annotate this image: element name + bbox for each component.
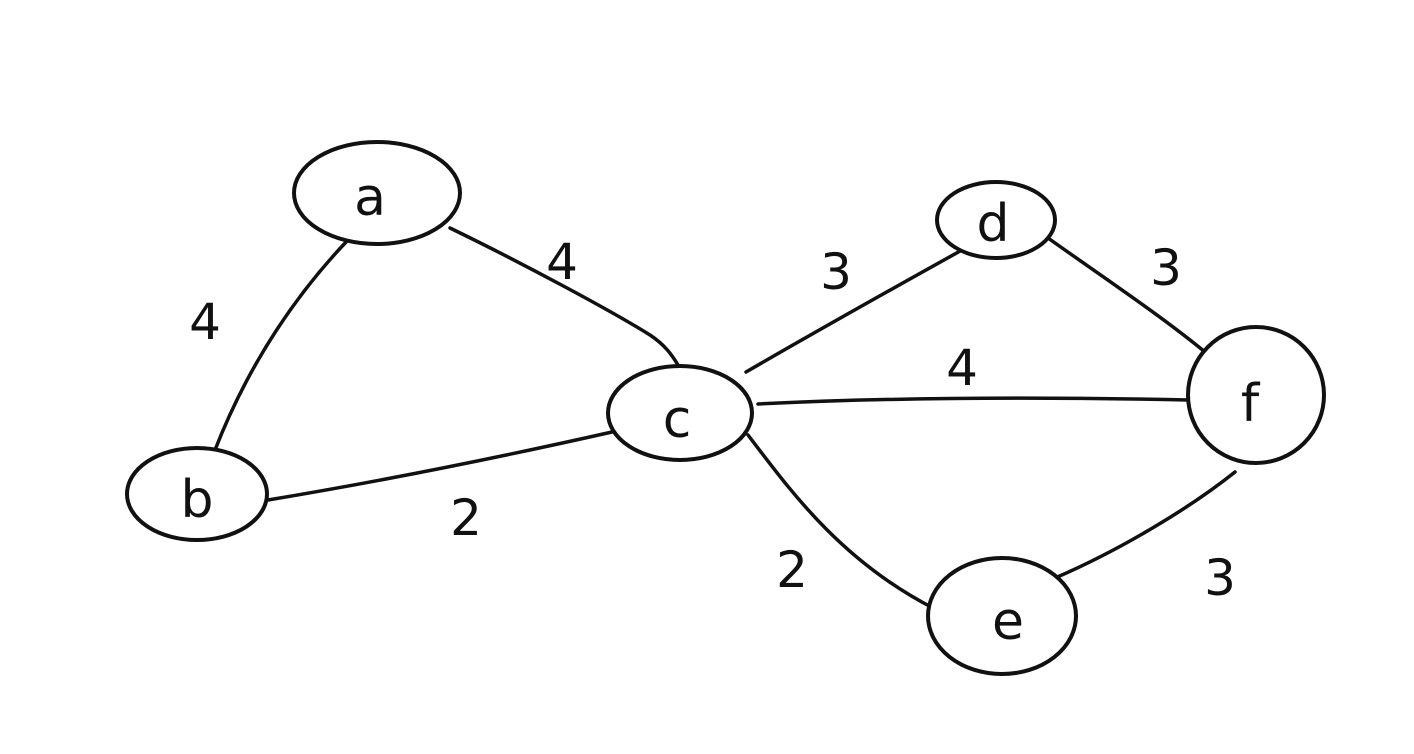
node-e-label: e	[992, 592, 1024, 652]
weight-c-d: 3	[820, 243, 852, 301]
weight-c-f: 4	[946, 339, 978, 397]
node-e-outline	[926, 556, 1078, 676]
node-a: a	[292, 140, 462, 246]
node-b: b	[125, 446, 269, 542]
edge-d-f	[1046, 236, 1207, 354]
node-f-label: f	[1241, 374, 1261, 434]
node-c: c	[606, 364, 754, 462]
weight-d-f: 3	[1150, 239, 1182, 297]
node-a-label: a	[354, 168, 386, 228]
weight-c-e: 2	[776, 541, 808, 599]
node-d: d	[935, 180, 1057, 260]
edge-c-f	[756, 396, 1190, 406]
edge-c-e	[746, 433, 935, 610]
weight-a-b: 4	[189, 293, 221, 351]
node-b-label: b	[180, 470, 213, 530]
node-c-label: c	[663, 390, 692, 450]
node-f-outline	[1186, 325, 1326, 465]
node-c-outline	[606, 364, 754, 462]
node-f: f	[1186, 325, 1326, 465]
weight-e-f: 3	[1204, 549, 1236, 607]
edge-c-d	[744, 248, 964, 374]
edge-e-f	[1053, 470, 1237, 580]
node-a-outline	[292, 140, 462, 246]
nodes: a b c d e f	[125, 140, 1326, 676]
node-b-outline	[125, 446, 269, 542]
weight-a-c: 4	[546, 233, 578, 291]
edge-b-c	[266, 430, 614, 502]
weight-b-c: 2	[450, 489, 482, 547]
edge-weights: 4 4 2 3 4 2 3 3	[189, 233, 1236, 607]
edge-a-b	[213, 238, 350, 452]
edge-a-c	[448, 226, 680, 367]
node-e: e	[926, 556, 1078, 676]
node-d-outline	[935, 180, 1057, 260]
node-d-label: d	[976, 194, 1009, 254]
edges	[213, 226, 1237, 610]
